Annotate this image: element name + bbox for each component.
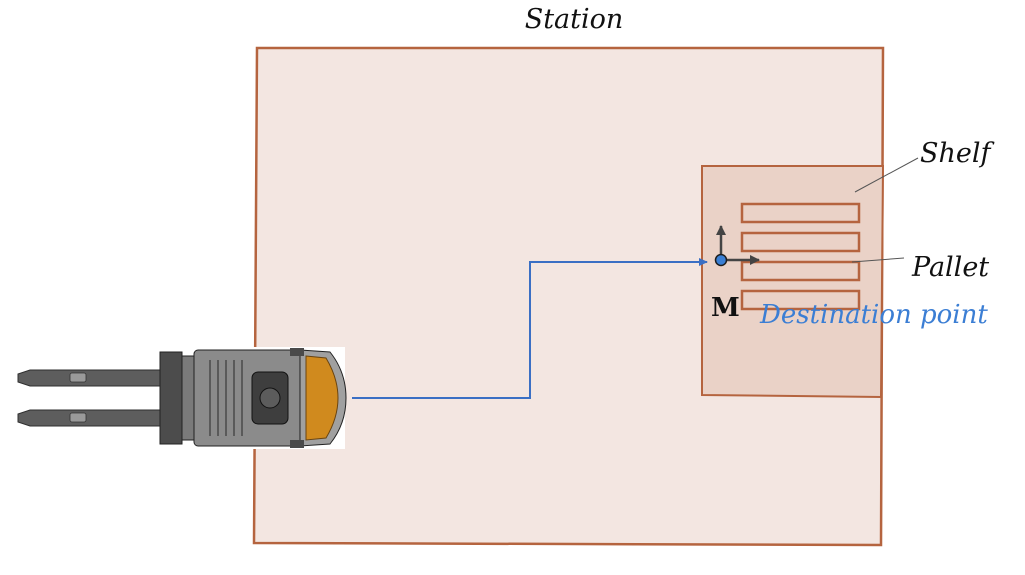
pallet-4 <box>740 289 861 311</box>
shelf-area <box>701 165 885 399</box>
pallet-1 <box>740 202 861 224</box>
shelf-leader-line <box>854 157 919 193</box>
destination-point-icon <box>714 253 728 267</box>
shelf-label: Shelf <box>920 138 994 169</box>
route-path <box>352 258 708 399</box>
station-label: Station <box>525 4 624 35</box>
pallet-leader-line <box>851 257 905 263</box>
pallet-label: Pallet <box>911 252 989 283</box>
pallet-3 <box>740 260 861 282</box>
destination-label: Destination point <box>759 300 988 330</box>
marker-label: M <box>711 293 740 323</box>
pallet-2 <box>740 231 861 253</box>
forklift-icon <box>17 347 347 449</box>
